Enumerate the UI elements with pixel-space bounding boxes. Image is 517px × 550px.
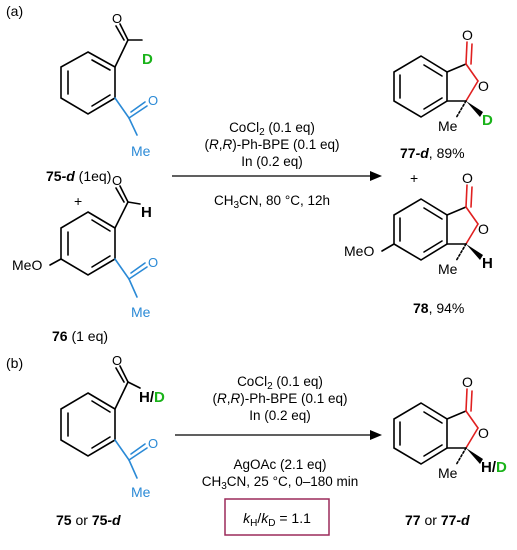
panel-b-condition-ligand: (R,R)-Ph-BPE (0.1 eq) (212, 391, 347, 406)
panel-b-label: (b) (6, 355, 23, 371)
reactant-76-methoxy-label: MeO (12, 257, 42, 273)
aldehyde-oxygen-symbol: O (112, 11, 122, 26)
reactant-75-d-structure: O O (60, 11, 158, 136)
product-78-methyl: Me (438, 261, 458, 277)
panel-a-condition-indium: In (0.2 eq) (241, 154, 303, 169)
product-78-structure (381, 184, 483, 262)
panel-b-condition-cocl2: CoCl2 (0.1 eq) (237, 374, 323, 392)
reactant-75-aldehyde-oxygen: O (112, 353, 122, 368)
panel-a-reaction-arrow-head (370, 171, 382, 181)
product-78-methoxy-label: MeO (344, 243, 374, 259)
product-77-d-structure (393, 41, 483, 119)
reactant-75-structure (60, 365, 148, 479)
kie-value: kH/kD = 1.1 (243, 510, 311, 529)
compound-76-label: 76 (1 eq) (52, 328, 108, 344)
panel-a-label: (a) (6, 3, 23, 19)
product-77-d-carbonyl-oxygen: O (462, 27, 473, 43)
panel-a-condition-cocl2: CoCl2 (0.1 eq) (229, 120, 315, 138)
reactant-75-acyl-oxygen: O (148, 436, 158, 451)
product-77-carbonyl-oxygen: O (462, 374, 473, 390)
reactant-75-h-d-label: H/D (139, 389, 165, 406)
reactant-75-d-acyl-label: Me (131, 143, 151, 159)
reactant-76-aldehyde-label: H (141, 204, 152, 221)
product-77-ring-oxygen: O (478, 425, 489, 441)
product-78-hydrogen: H (482, 255, 493, 272)
panel-b-condition-solvent: CH3CN, 25 °C, 0–180 min (202, 474, 359, 492)
product-77-d-ring-oxygen: O (478, 78, 489, 94)
compound-77-d-label: 77-d, 89% (400, 145, 465, 161)
compound-78-label: 78, 94% (413, 300, 464, 316)
compound-77-or-77-d-label: 77 or 77-d (405, 512, 470, 528)
product-77-h-d-label: H/D (481, 459, 507, 476)
product-77-d-deuterium: D (482, 112, 493, 129)
product-77-structure (393, 388, 483, 466)
panel-a-condition-ligand: (R,R)-Ph-BPE (0.1 eq) (204, 137, 339, 152)
panel-b-reaction-arrow-head (370, 430, 382, 440)
product-77-d-methyl: Me (438, 118, 458, 134)
panel-b-condition-silver: AgOAc (2.1 eq) (233, 457, 326, 472)
product-78-ring-oxygen: O (478, 221, 489, 237)
reactant-76-acyl-label: Me (131, 304, 151, 320)
reactant-75-d-aldehyde-label: D (142, 51, 153, 68)
plus-sign-products: + (410, 170, 418, 186)
kie-box (224, 498, 330, 536)
product-78-carbonyl-oxygen: O (462, 170, 473, 186)
plus-sign-reactants: + (74, 193, 82, 209)
product-77-methyl: Me (438, 465, 458, 481)
compound-75-or-75-d-label: 75 or 75-d (56, 512, 121, 528)
reactant-75-acyl-label: Me (131, 484, 151, 500)
panel-b-condition-indium: In (0.2 eq) (249, 408, 311, 423)
reactant-76-structure: O O (49, 173, 158, 298)
aldehyde-oxygen-symbol-76: O (112, 173, 122, 188)
acyl-oxygen-symbol-76: O (148, 255, 158, 270)
compound-75-d-label: 75-d (1eq) (46, 168, 111, 184)
panel-a-condition-solvent: CH3CN, 80 °C, 12h (214, 193, 330, 211)
acyl-oxygen-symbol: O (148, 93, 158, 108)
